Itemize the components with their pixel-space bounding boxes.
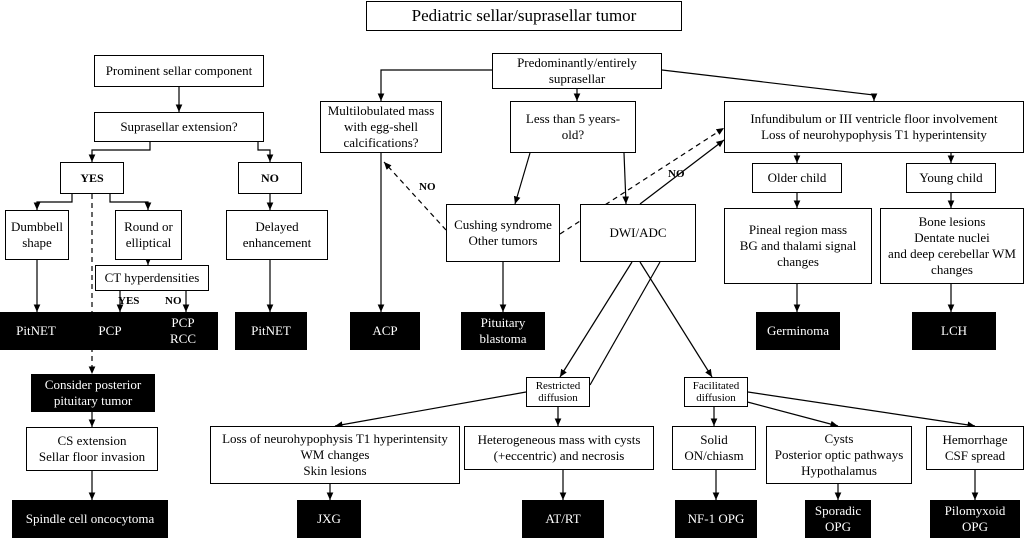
node-pitnet-2: PitNET [235, 312, 307, 350]
node-round-elliptical: Round or elliptical [115, 210, 182, 260]
node-infundibulum: Infundibulum or III ventricle floor invo… [724, 101, 1024, 153]
edge-suprasellar-no [257, 142, 274, 162]
node-dwi-adc: DWI/ADC [580, 204, 696, 262]
edge-less5-dwi [622, 152, 630, 205]
node-suprasellar-extension: Suprasellar extension? [94, 112, 264, 142]
node-pilomyxoid-opg: Pilomyxoid OPG [930, 500, 1020, 538]
node-cs-extension: CS extension Sellar floor invasion [26, 427, 158, 471]
edge-restricted-loss [334, 391, 527, 428]
node-nf1-opg: NF-1 OPG [675, 500, 757, 538]
diagram-title: Pediatric sellar/suprasellar tumor [366, 1, 682, 31]
edge-label-ct-yes: YES [118, 295, 140, 307]
node-facilitated-diffusion: Facilitated diffusion [684, 377, 748, 407]
edge-facilitated-cysts [739, 399, 839, 428]
node-bone-lesions: Bone lesions Dentate nuclei and deep cer… [880, 208, 1024, 284]
node-germinoma: Germinoma [756, 312, 840, 350]
node-sporadic-opg: Sporadic OPG [805, 500, 871, 538]
node-hemorrhage: Hemorrhage CSF spread [926, 426, 1024, 470]
edge-label-ct-no: NO [165, 295, 182, 307]
node-dumbbell-shape: Dumbbell shape [5, 210, 69, 260]
node-older-child: Older child [752, 163, 842, 193]
edge-yes-round [109, 194, 152, 210]
node-no: NO [238, 162, 302, 194]
node-yes: YES [60, 162, 124, 194]
edge-predominantly-multilobulated [377, 69, 492, 101]
node-young-child: Young child [906, 163, 996, 193]
edge-yes-dumbbell [33, 194, 73, 210]
node-heterogeneous-mass: Heterogeneous mass with cysts (+eccentri… [464, 426, 654, 470]
node-predominantly-suprasellar: Predominantly/entirely suprasellar [492, 53, 662, 89]
node-solid-on-chiasm: Solid ON/chiasm [672, 426, 756, 470]
node-pcp-rcc: PCP RCC [148, 312, 218, 350]
edge-less5-cushing [513, 152, 531, 205]
edge-predominantly-infundibulum [661, 69, 878, 101]
node-restricted-diffusion: Restricted diffusion [526, 377, 590, 407]
node-pineal-region: Pineal region mass BG and thalami signal… [724, 208, 872, 284]
node-jxg: JXG [297, 500, 361, 538]
node-lch: LCH [912, 312, 996, 350]
node-pituitary-blastoma: Pituitary blastoma [461, 312, 545, 350]
node-spindle-cell-oncocytoma: Spindle cell oncocytoma [12, 500, 168, 538]
node-pitnet-1: PitNET [0, 312, 72, 350]
node-prominent-sellar: Prominent sellar component [94, 55, 264, 87]
edge-facilitated-hemorrhage [747, 391, 976, 429]
node-ct-hyperdensities: CT hyperdensities [95, 265, 209, 291]
node-acp: ACP [350, 312, 420, 350]
node-consider-posterior-pituitary: Consider posterior pituitary tumor [31, 374, 155, 412]
edge-cushing-multilobulated [383, 161, 447, 231]
edge-dwi-facilitated [639, 261, 713, 378]
node-pcp: PCP [72, 312, 148, 350]
edge-dwi-restricted [559, 261, 633, 378]
edge-suprasellar-yes [88, 142, 151, 162]
node-at-rt: AT/RT [522, 500, 604, 538]
node-delayed-enhancement: Delayed enhancement [226, 210, 328, 260]
edge-dwi-infundibulum [639, 139, 725, 205]
edge-label-less5-no: NO [668, 168, 685, 180]
node-cysts: Cysts Posterior optic pathways Hypothala… [766, 426, 912, 484]
edge-cushing-infundibulum [559, 127, 725, 235]
node-multilobulated-mass: Multilobulated mass with egg-shell calci… [320, 101, 442, 153]
edge-label-multilobulated-no: NO [419, 181, 436, 193]
node-less-than-5: Less than 5 years- old? [510, 101, 636, 153]
node-cushing-syndrome: Cushing syndrome Other tumors [446, 204, 560, 262]
node-loss-neurohypophysis: Loss of neurohypophysis T1 hyperintensit… [210, 426, 460, 484]
edge-restricted-dwi-cross [589, 261, 661, 386]
